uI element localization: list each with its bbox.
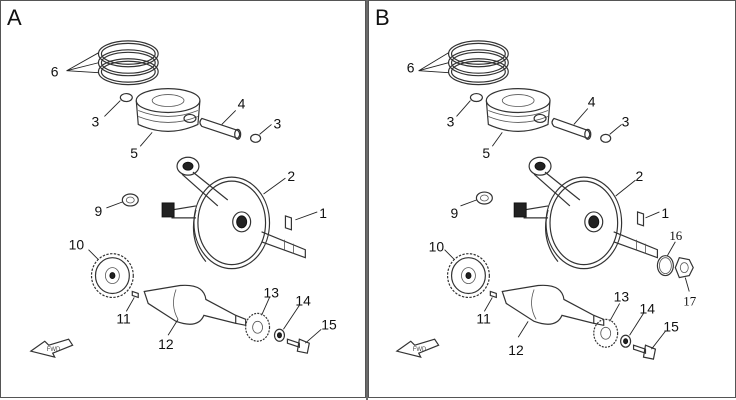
woodruff-key	[636, 211, 645, 227]
label-10: 10	[429, 239, 445, 255]
panel-divider	[366, 0, 368, 400]
label-3-right: 3	[274, 115, 282, 131]
drive-gear	[245, 312, 271, 342]
label-5: 5	[482, 145, 490, 161]
exploded-diagram-b: FWD 1 2 3 3 4 5	[395, 40, 697, 360]
crankshaft-nut	[674, 256, 694, 279]
label-14: 14	[640, 300, 656, 316]
label-4: 4	[588, 94, 596, 110]
label-3-left: 3	[92, 113, 100, 129]
washer	[121, 193, 139, 207]
piston-pin	[551, 117, 592, 140]
label-3-right: 3	[622, 113, 630, 129]
label-11: 11	[116, 310, 131, 326]
label-1: 1	[319, 205, 327, 221]
circlip-left	[119, 92, 133, 103]
label-12: 12	[508, 342, 524, 358]
spacer-ring	[656, 255, 674, 277]
piston-rings	[97, 40, 159, 86]
label-16: 16	[669, 228, 682, 243]
label-9: 9	[94, 203, 102, 219]
balancer-key	[131, 290, 139, 299]
svg-text:FWD: FWD	[47, 347, 61, 353]
piston	[485, 88, 551, 132]
bolt	[632, 344, 657, 360]
circlip-left	[469, 92, 483, 103]
panel-letter-b: B	[375, 5, 390, 30]
label-5: 5	[130, 145, 138, 161]
label-14: 14	[295, 292, 311, 308]
label-1: 1	[661, 205, 669, 221]
bolt	[286, 338, 310, 354]
label-12: 12	[158, 336, 174, 352]
piston-pin	[199, 117, 242, 140]
leader-lines	[418, 52, 690, 350]
balancer-key	[489, 290, 497, 299]
label-4: 4	[238, 95, 246, 111]
label-6: 6	[51, 64, 59, 80]
label-13: 13	[614, 288, 630, 304]
panel-b: FWD 1 2 3 3 4 5	[368, 0, 736, 398]
label-10: 10	[69, 237, 85, 253]
label-15: 15	[321, 316, 337, 332]
drive-gear	[593, 318, 619, 348]
exploded-diagram-a: FWD 1 2 3 3 4 5	[29, 40, 337, 359]
lock-washer	[273, 328, 286, 342]
balancer-shaft	[143, 284, 247, 327]
label-2: 2	[287, 168, 295, 184]
circlip-right	[250, 133, 262, 143]
svg-text:FWD: FWD	[413, 347, 427, 353]
label-2: 2	[636, 168, 644, 184]
panel-letter-a: A	[7, 5, 22, 30]
part-labels: 1 2 3 3 4 5 6 9 10 11 12 13 14 15	[51, 64, 337, 353]
label-13: 13	[264, 284, 280, 300]
fwd-arrow-icon: FWD	[29, 338, 74, 359]
piston	[135, 88, 201, 132]
circlip-right	[600, 133, 612, 143]
crankshaft-assembly	[513, 156, 659, 270]
crankshaft-assembly	[161, 156, 306, 270]
lock-washer	[620, 334, 632, 348]
washer	[475, 191, 493, 205]
panel-a: FWD 1 2 3 3 4 5	[0, 0, 366, 398]
balancer-shaft	[501, 284, 605, 327]
part-labels: 1 2 3 3 4 5 6 9 10 11 12 13 14 15 16 17	[407, 60, 697, 358]
label-9: 9	[451, 205, 459, 221]
leader-lines	[66, 52, 322, 344]
label-3-left: 3	[447, 113, 455, 129]
label-15: 15	[663, 318, 679, 334]
piston-rings	[447, 40, 509, 86]
label-11: 11	[476, 310, 491, 326]
fwd-arrow-icon: FWD	[395, 338, 440, 359]
label-6: 6	[407, 60, 415, 76]
woodruff-key	[284, 215, 293, 231]
label-17: 17	[683, 293, 696, 308]
balancer-gear	[446, 253, 490, 299]
balancer-gear	[90, 253, 134, 299]
